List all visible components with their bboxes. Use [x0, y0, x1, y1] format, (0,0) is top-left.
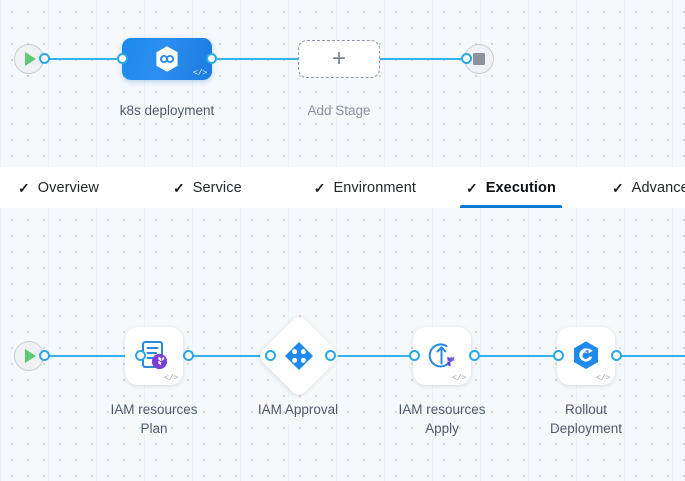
port-rollout-in[interactable]: [553, 350, 564, 361]
step-label-line1: IAM Approval: [257, 402, 339, 417]
argo-rollout-icon: [574, 341, 598, 369]
step-label-line1: Rollout: [564, 402, 608, 417]
check-icon: ✓: [18, 179, 30, 196]
step-label-line2: Plan: [140, 421, 168, 436]
terraform-plan-document-icon: [142, 341, 168, 370]
port-exec-start-out[interactable]: [39, 350, 50, 361]
step-label-iam-resources-apply: IAM resources Apply: [372, 400, 512, 438]
stage-node-k8s-deployment[interactable]: </>: [122, 38, 212, 80]
edge-start-to-stage: [44, 58, 122, 60]
harness-approval-diamond-icon: [285, 342, 313, 370]
step-label-line1: IAM resources: [110, 402, 198, 417]
port-apply-out[interactable]: [469, 350, 480, 361]
stage-graph-canvas[interactable]: </> k8s deployment + Add Stage: [0, 0, 685, 167]
step-code-badge: </>: [163, 372, 179, 383]
tab-label: Execution: [485, 179, 556, 196]
stop-icon: [473, 53, 485, 65]
tab-service[interactable]: ✓ Service: [159, 167, 256, 208]
terraform-apply-icon: [428, 343, 455, 368]
tab-label: Service: [192, 179, 242, 196]
check-icon: ✓: [313, 179, 326, 196]
port-approval-out[interactable]: [325, 350, 336, 361]
step-label-line2: Deployment: [549, 421, 623, 436]
step-node-iam-resources-apply[interactable]: </>: [413, 327, 471, 385]
port-plan-out[interactable]: [183, 350, 194, 361]
stage-label-k8s-deployment: k8s deployment: [119, 103, 215, 118]
port-stage-out[interactable]: [206, 53, 217, 64]
add-stage-button[interactable]: +: [298, 40, 380, 78]
check-icon: ✓: [611, 179, 624, 196]
edge-approval-to-apply: [330, 355, 414, 357]
port-stage-in[interactable]: [117, 53, 128, 64]
edge-rollout-outgoing: [616, 355, 685, 357]
check-icon: ✓: [466, 179, 478, 196]
step-config-tabbar: ✓ Overview ✓ Service ✓ Environment ✓ Exe…: [0, 167, 685, 208]
execution-graph-canvas[interactable]: </> IAM resources Plan IAM Approval: [0, 208, 685, 481]
step-node-iam-resources-plan[interactable]: </>: [125, 327, 183, 385]
kubernetes-hexagon-icon: [156, 46, 178, 72]
edge-start-to-plan: [44, 355, 140, 357]
step-node-rollout-deployment[interactable]: </>: [557, 327, 615, 385]
step-label-iam-resources-plan: IAM resources Plan: [84, 400, 224, 438]
add-stage-label: Add Stage: [307, 103, 371, 118]
edge-stage-to-add: [211, 58, 301, 60]
tab-advanced[interactable]: ✓ Advanced: [598, 167, 685, 208]
step-label-line2: Apply: [425, 421, 459, 436]
tab-environment[interactable]: ✓ Environment: [300, 167, 430, 208]
step-code-badge: </>: [595, 372, 611, 383]
stage-code-badge: </>: [192, 67, 208, 78]
port-rollout-out[interactable]: [611, 350, 622, 361]
edge-plan-to-approval: [188, 355, 270, 357]
port-approval-in[interactable]: [265, 350, 276, 361]
tab-execution[interactable]: ✓ Execution: [452, 167, 570, 208]
step-label-rollout-deployment: Rollout Deployment: [516, 400, 656, 438]
play-icon: [25, 52, 36, 66]
plus-icon: +: [331, 45, 346, 72]
tab-label: Advanced: [631, 179, 685, 196]
port-plan-in[interactable]: [135, 350, 146, 361]
edge-add-to-end: [379, 58, 467, 60]
check-icon: ✓: [172, 179, 185, 196]
tab-label: Overview: [37, 179, 99, 196]
tab-label: Environment: [333, 179, 416, 196]
port-apply-in[interactable]: [409, 350, 420, 361]
tab-overview[interactable]: ✓ Overview: [4, 167, 113, 208]
play-icon: [25, 349, 36, 363]
port-end-in[interactable]: [461, 53, 472, 64]
step-code-badge: </>: [451, 372, 467, 383]
step-label-iam-approval: IAM Approval: [228, 400, 368, 419]
edge-apply-to-rollout: [474, 355, 558, 357]
port-start-out[interactable]: [39, 53, 50, 64]
step-icon-wrap-iam-approval: [281, 338, 317, 374]
step-label-line1: IAM resources: [398, 402, 486, 417]
